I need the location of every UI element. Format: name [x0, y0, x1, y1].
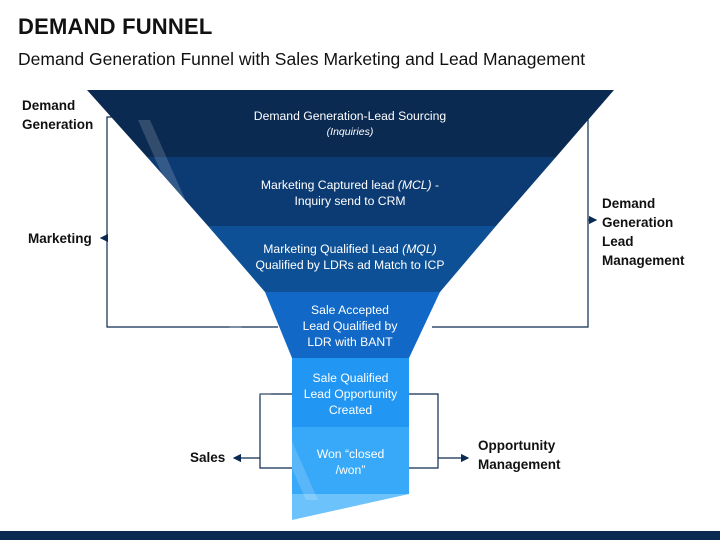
stage-6-line2: /won”	[335, 463, 366, 477]
stage-2-text: Marketing Captured lead (MCL) - Inquiry …	[200, 177, 500, 209]
stage-1-title: Demand Generation-Lead Sourcing	[253, 109, 447, 123]
opportunity-connector	[408, 393, 439, 469]
stage-4-line2: Lead Qualified by	[302, 319, 398, 333]
stage-4-line3: LDR with BANT	[307, 335, 393, 349]
funnel-stage-1	[87, 90, 614, 157]
label-opportunity-management: Opportunity Management	[478, 438, 561, 472]
stage-3-text: Marketing Qualified Lead (MQL) Qualified…	[200, 241, 500, 273]
funnel-stage-5	[292, 358, 409, 427]
label-demand-generation-lead-management: Demand Generation Lead Management	[602, 196, 685, 268]
stage-2-line1-b: -	[431, 178, 440, 192]
stage-1-text: Demand Generation-Lead Sourcing (Inquiri…	[200, 108, 500, 140]
page-title: DEMAND FUNNEL	[18, 14, 213, 39]
funnel-stage-4	[265, 292, 440, 358]
stage-4-line1: Sale Accepted	[311, 303, 389, 317]
stage-6-text: Won “closed /won”	[292, 446, 409, 478]
funnel-stage-6	[292, 427, 409, 494]
stage-3-line1-italic: (MQL)	[402, 242, 437, 256]
stage-2-line1-a: Marketing Captured lead	[260, 178, 398, 192]
bottom-bar	[0, 531, 720, 540]
stage-2-line1-italic: (MCL)	[397, 178, 432, 192]
stage-1-subtitle: (Inquiries)	[326, 126, 374, 138]
label-sales: Sales	[190, 450, 226, 465]
label-demand-generation: Demand Generation	[22, 98, 94, 132]
funnel-tail	[292, 494, 409, 520]
funnel-highlight	[138, 120, 318, 500]
funnel-stage-3	[208, 226, 496, 292]
label-marketing: Marketing	[28, 231, 92, 246]
funnel-stage-2	[147, 157, 556, 226]
stage-2-line2: Inquiry send to CRM	[294, 194, 406, 208]
sales-connector	[259, 393, 292, 469]
stage-6-line1: Won “closed	[316, 447, 385, 461]
stage-5-line1: Sale Qualified	[312, 371, 389, 385]
stage-4-text: Sale Accepted Lead Qualified by LDR with…	[275, 302, 425, 350]
stage-5-line2: Lead Opportunity	[303, 387, 398, 401]
page-subtitle: Demand Generation Funnel with Sales Mark…	[18, 49, 586, 69]
stage-3-line2: Qualified by LDRs ad Match to ICP	[255, 258, 445, 272]
stage-3-line1-a: Marketing Qualified Lead	[263, 242, 403, 256]
stage-5-text: Sale Qualified Lead Opportunity Created	[292, 370, 409, 418]
stage-5-line3: Created	[328, 403, 373, 417]
